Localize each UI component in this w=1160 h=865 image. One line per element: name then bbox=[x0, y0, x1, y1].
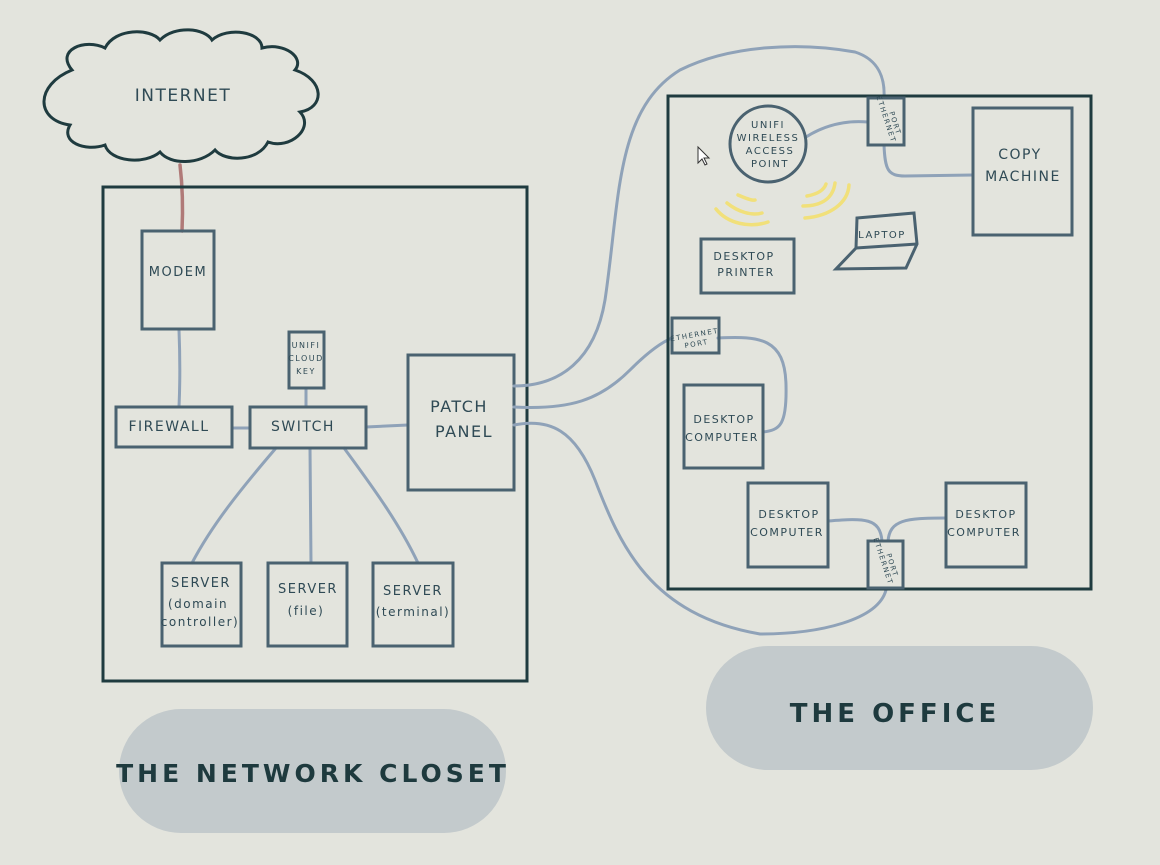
unifi-cloud-key: UNIFI CLOUD KEY bbox=[287, 330, 326, 390]
desktop2-port-wire bbox=[826, 518, 884, 543]
office-wiring bbox=[716, 120, 975, 543]
desktop3-port-wire bbox=[886, 516, 948, 543]
ap-label-line2: WIRELESS bbox=[737, 133, 800, 144]
ap-port-wire bbox=[804, 120, 870, 139]
desktop-computer-2: DESKTOP COMPUTER bbox=[746, 481, 830, 569]
switch-server-dc-wire bbox=[190, 446, 278, 565]
network-closet-label: THE NETWORK CLOSET bbox=[116, 759, 510, 788]
server-dc-label-line2: (domain bbox=[168, 597, 228, 611]
laptop-label: LAPTOP bbox=[858, 230, 906, 241]
desktop-printer-label-line2: PRINTER bbox=[717, 266, 775, 279]
patch-panel-label-line1: PATCH bbox=[430, 397, 488, 416]
closet-wiring bbox=[177, 328, 420, 565]
switch-label: SWITCH bbox=[271, 419, 335, 435]
ap-label-line1: UNIFI bbox=[751, 120, 785, 131]
internet-cloud: INTERNET bbox=[42, 28, 320, 163]
patch-panel-label-line2: PANEL bbox=[435, 422, 493, 441]
server-terminal-label-line1: SERVER bbox=[383, 584, 443, 599]
modem-label: MODEM bbox=[149, 265, 207, 280]
office-label-pill: THE OFFICE bbox=[706, 646, 1093, 770]
server-terminal: SERVER (terminal) bbox=[371, 561, 455, 648]
modem-firewall-wire bbox=[177, 328, 182, 409]
desktop-computer-1-label-line2: COMPUTER bbox=[685, 431, 759, 444]
server-file-label-line2: (file) bbox=[288, 604, 325, 618]
switch: SWITCH bbox=[248, 405, 368, 450]
desktop-printer: DESKTOP PRINTER bbox=[699, 237, 796, 295]
cloud-key-label-line1: UNIFI bbox=[292, 341, 321, 350]
wifi-signal-icon bbox=[714, 181, 851, 227]
copy-machine-label-line1: COPY bbox=[998, 147, 1041, 163]
desktop-computer-3-label-line1: DESKTOP bbox=[955, 508, 1016, 521]
patch-panel: PATCH PANEL bbox=[406, 353, 516, 492]
mouse-cursor-icon bbox=[697, 145, 711, 166]
laptop: LAPTOP bbox=[832, 211, 919, 271]
patchpanel-bottom-port-wire bbox=[512, 421, 888, 636]
port-copier-wire bbox=[882, 143, 975, 178]
server-file-label-line1: SERVER bbox=[278, 582, 338, 597]
switch-server-file-wire bbox=[308, 446, 313, 565]
ethernet-port-left: ETHERNET PORT bbox=[670, 316, 721, 355]
ap-label-line3: ACCESS bbox=[746, 146, 795, 157]
network-closet-label-pill: THE NETWORK CLOSET bbox=[116, 709, 510, 833]
copy-machine-label-line2: MACHINE bbox=[985, 169, 1061, 185]
cloud-key-label-line2: CLOUD bbox=[288, 354, 324, 363]
ap-label-line4: POINT bbox=[751, 159, 789, 170]
ethernet-port-bottom: ETHERNET PORT bbox=[866, 537, 905, 590]
server-dc-label-line3: controller) bbox=[161, 615, 239, 629]
modem: MODEM bbox=[140, 229, 216, 331]
desktop-computer-3: DESKTOP COMPUTER bbox=[944, 481, 1028, 569]
ethernet-port-top: ETHERNET PORT bbox=[866, 95, 906, 147]
desktop-computer-3-label-line2: COMPUTER bbox=[947, 526, 1021, 539]
server-file: SERVER (file) bbox=[266, 561, 349, 648]
office-uplink-wiring bbox=[512, 45, 888, 636]
server-terminal-label-line2: (terminal) bbox=[376, 605, 451, 619]
switch-server-terminal-wire bbox=[342, 446, 420, 565]
desktop-computer-2-label-line1: DESKTOP bbox=[758, 508, 819, 521]
firewall: FIREWALL bbox=[114, 405, 234, 449]
desktop-computer-1: DESKTOP COMPUTER bbox=[682, 383, 765, 470]
office-label: THE OFFICE bbox=[790, 699, 1000, 729]
desktop-computer-2-label-line2: COMPUTER bbox=[750, 526, 824, 539]
internet-modem-link bbox=[178, 163, 185, 233]
firewall-label: FIREWALL bbox=[128, 419, 209, 435]
server-domain-controller: SERVER (domain controller) bbox=[160, 561, 243, 648]
internet-label: INTERNET bbox=[135, 86, 232, 106]
switch-patchpanel-wire bbox=[364, 423, 410, 429]
copy-machine: COPY MACHINE bbox=[971, 106, 1074, 237]
unifi-wireless-access-point: UNIFI WIRELESS ACCESS POINT bbox=[728, 104, 808, 184]
server-dc-label-line1: SERVER bbox=[171, 576, 231, 591]
cloud-key-label-line3: KEY bbox=[296, 367, 316, 376]
desktop-printer-label-line1: DESKTOP bbox=[713, 250, 774, 263]
patchpanel-left-port-wire bbox=[512, 336, 674, 409]
port-desktop1-wire bbox=[716, 336, 788, 434]
network-closet-zone bbox=[101, 185, 529, 683]
desktop-computer-1-label-line1: DESKTOP bbox=[693, 413, 754, 426]
patchpanel-top-port-wire bbox=[512, 45, 886, 388]
cloud-icon bbox=[42, 28, 320, 163]
